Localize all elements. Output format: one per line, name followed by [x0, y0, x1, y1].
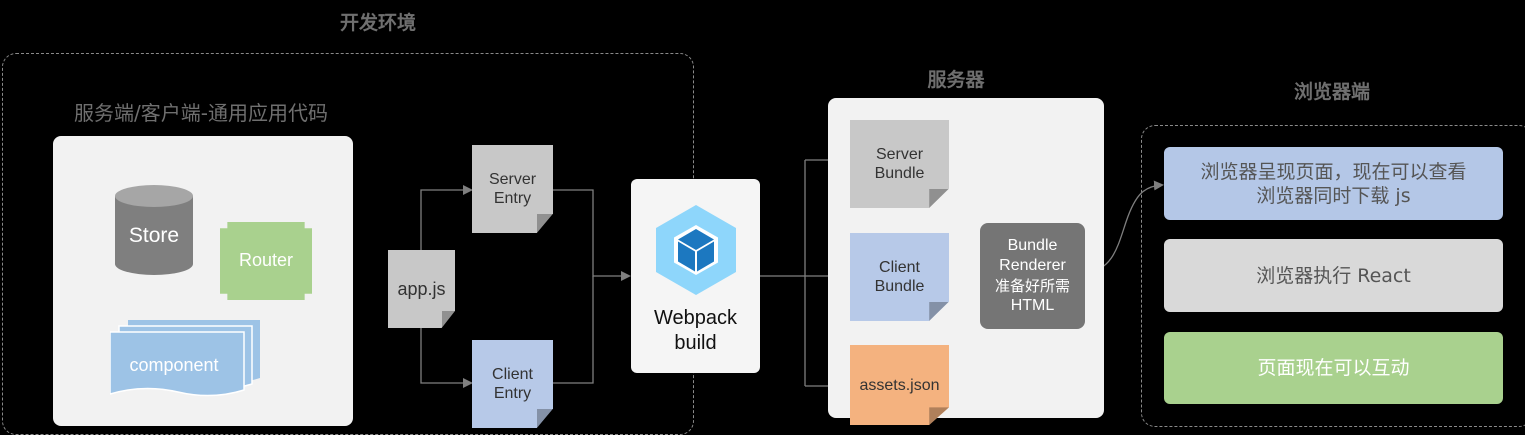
- renderer-line3: 准备好所需: [994, 277, 1070, 295]
- router-label: Router: [238, 250, 294, 270]
- client-bundle-label: Client Bundle: [874, 259, 925, 295]
- client-bundle-doc: Client Bundle: [850, 233, 949, 321]
- app-js-label: app.js: [397, 278, 446, 299]
- client-entry-label: Client Entry: [492, 366, 533, 402]
- store-cylinder: Store: [114, 184, 194, 276]
- server-entry-label: Server Entry: [488, 171, 537, 207]
- webpack-label-line1: Webpack: [653, 307, 737, 329]
- browser-step-render-line2: 浏览器同时下载 js: [1256, 184, 1411, 207]
- bundle-renderer-box: Bundle Renderer 准备好所需 HTML: [980, 223, 1085, 329]
- webpack-label-line2: build: [674, 332, 717, 354]
- browser-step-execute: 浏览器执行 React: [1164, 239, 1503, 312]
- webpack-cube-icon: [656, 205, 736, 295]
- app-js-doc: app.js: [388, 250, 455, 328]
- router-badge: Router: [220, 222, 312, 300]
- renderer-line1: Bundle: [1007, 237, 1058, 254]
- database-icon: [115, 185, 193, 275]
- dev-env-title: 开发环境: [339, 12, 416, 34]
- browser-step-render-line1: 浏览器呈现页面，现在可以查看: [1200, 160, 1467, 183]
- browser-title: 浏览器端: [1293, 81, 1370, 103]
- browser-step-execute-label: 浏览器执行 React: [1256, 264, 1411, 287]
- webpack-build-box: Webpack build: [631, 179, 760, 373]
- component-stack: component: [109, 320, 270, 400]
- component-label: component: [129, 355, 219, 375]
- browser-step-interactive: 页面现在可以互动: [1164, 332, 1503, 404]
- renderer-line2: Renderer: [999, 257, 1066, 274]
- source-code-label: 服务端/客户端-通用应用代码: [74, 101, 328, 125]
- server-bundle-label: Server Bundle: [874, 146, 925, 182]
- store-label: Store: [128, 224, 180, 247]
- browser-step-render: 浏览器呈现页面，现在可以查看 浏览器同时下载 js: [1164, 147, 1503, 220]
- server-bundle-doc: Server Bundle: [850, 120, 949, 208]
- assets-json-label: assets.json: [859, 376, 940, 394]
- server-entry-doc: Server Entry: [472, 145, 553, 233]
- renderer-line4: HTML: [1010, 297, 1055, 314]
- browser-step-interactive-label: 页面现在可以互动: [1257, 357, 1410, 379]
- server-title: 服务器: [927, 69, 985, 91]
- stacked-documents-icon: [109, 320, 260, 397]
- assets-json-doc: assets.json: [850, 345, 949, 425]
- client-entry-doc: Client Entry: [472, 340, 553, 428]
